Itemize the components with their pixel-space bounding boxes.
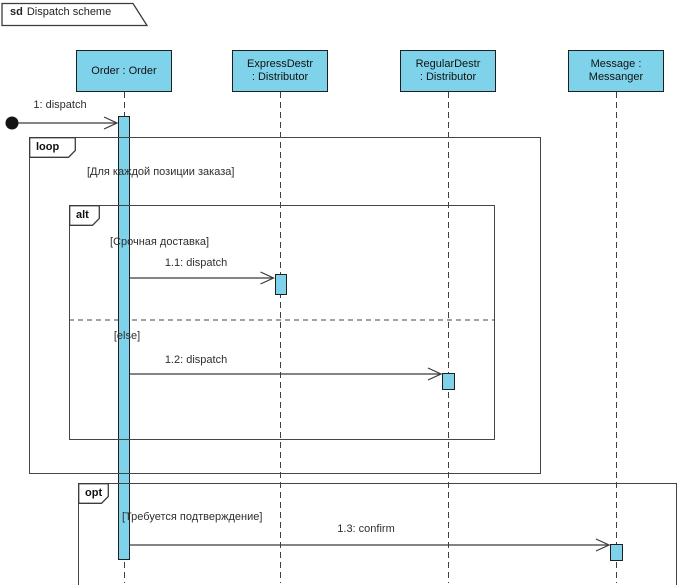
activation-order[interactable] bbox=[118, 116, 130, 560]
activation-message[interactable] bbox=[610, 544, 623, 561]
lifeline-head-message[interactable]: Message : Messanger bbox=[568, 50, 664, 92]
lifeline-type: : Distributor bbox=[251, 71, 309, 83]
activation-regular-destr[interactable] bbox=[442, 373, 455, 390]
message-label-1: 1: dispatch bbox=[33, 99, 87, 111]
opt-operator-label: opt bbox=[85, 487, 103, 499]
alt-guard-top: [Срочная доставка] bbox=[110, 236, 210, 248]
message-label-1-3: 1.3: confirm bbox=[337, 523, 395, 535]
fragment-opt[interactable] bbox=[78, 483, 677, 585]
lifeline-head-express-destr[interactable]: ExpressDestr : Distributor bbox=[232, 50, 328, 92]
alt-guard-else: [else] bbox=[113, 330, 141, 342]
found-message-endpoint-icon[interactable] bbox=[5, 116, 19, 130]
fragment-alt[interactable] bbox=[69, 205, 495, 440]
open-arrowhead-icon bbox=[595, 538, 611, 552]
fragment-loop-operator: loop bbox=[29, 137, 76, 158]
open-arrowhead-icon bbox=[427, 367, 443, 381]
message-line-1[interactable] bbox=[18, 116, 119, 130]
open-arrowhead-icon bbox=[260, 271, 275, 285]
opt-guard: [Требуется подтверждение] bbox=[122, 511, 263, 523]
lifeline-name: Order : Order bbox=[91, 64, 157, 77]
loop-guard: [Для каждой позиции заказа] bbox=[87, 166, 235, 178]
open-arrowhead-icon bbox=[103, 116, 119, 130]
message-line-1-2[interactable] bbox=[130, 367, 443, 381]
message-line-1-3[interactable] bbox=[130, 538, 611, 552]
lifeline-name: RegularDestr bbox=[415, 58, 481, 70]
frame-title: Dispatch scheme bbox=[26, 6, 112, 18]
loop-operator-label: loop bbox=[36, 141, 60, 153]
lifeline-name: ExpressDestr bbox=[246, 58, 314, 70]
fragment-alt-operator: alt bbox=[69, 205, 100, 226]
frame-keyword: sd bbox=[10, 6, 23, 18]
message-line-1-1[interactable] bbox=[130, 271, 275, 285]
diagram-frame-label[interactable]: sd Dispatch scheme bbox=[0, 0, 160, 30]
lifeline-head-regular-destr[interactable]: RegularDestr : Distributor bbox=[400, 50, 496, 92]
fragment-opt-operator: opt bbox=[78, 483, 109, 504]
message-label-1-2: 1.2: dispatch bbox=[164, 354, 228, 366]
lifeline-type: Messanger bbox=[588, 71, 644, 83]
message-label-1-1: 1.1: dispatch bbox=[164, 257, 228, 269]
fragment-loop[interactable] bbox=[29, 137, 541, 474]
alt-operator-label: alt bbox=[76, 209, 89, 221]
lifeline-head-order[interactable]: Order : Order bbox=[76, 50, 172, 92]
activation-express-destr[interactable] bbox=[274, 274, 287, 295]
lifeline-type: : Distributor bbox=[419, 71, 477, 83]
frame-label-shape bbox=[1, 2, 149, 27]
lifeline-name: Message : bbox=[590, 58, 642, 70]
